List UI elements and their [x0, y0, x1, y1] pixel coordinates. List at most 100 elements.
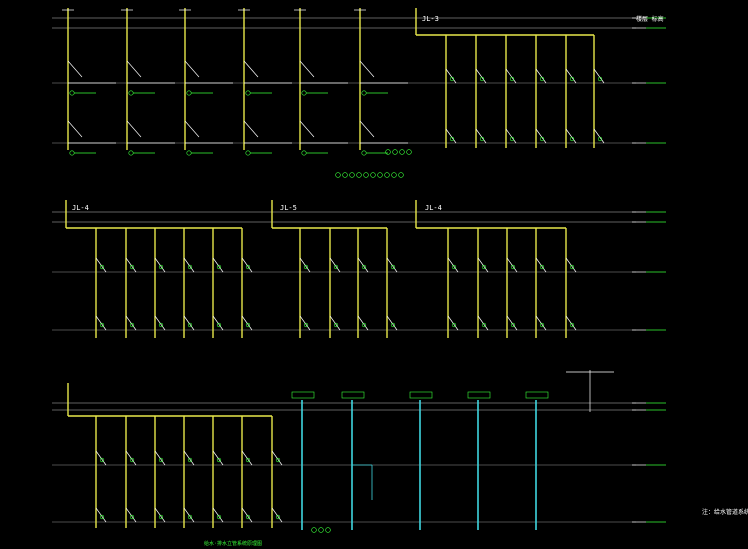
branch-diag	[212, 507, 224, 523]
valve-node	[129, 264, 135, 270]
branch-diag	[154, 315, 166, 331]
valve-node	[479, 76, 485, 82]
valve-node	[99, 264, 105, 270]
branch-diag	[357, 257, 369, 273]
valve-node	[569, 76, 575, 82]
floor-tag-top: 楼层 标高	[636, 15, 664, 23]
valve-node	[481, 322, 487, 328]
branch-diag	[212, 257, 224, 273]
valve-node	[128, 150, 134, 156]
valve-node	[99, 457, 105, 463]
branch-diag	[506, 257, 518, 273]
valve-node	[186, 90, 192, 96]
branch-diag	[505, 68, 517, 84]
branch-diag	[445, 128, 457, 144]
stack-tag	[341, 391, 365, 399]
fixture-node	[311, 527, 317, 533]
valve-node	[245, 457, 251, 463]
valve-node	[275, 457, 281, 463]
branch-diag	[565, 68, 577, 84]
valve-node	[539, 76, 545, 82]
branch-diag	[241, 507, 253, 523]
valve-node	[390, 264, 396, 270]
branch-diag	[241, 450, 253, 466]
valve-node	[479, 136, 485, 142]
branch-diag	[475, 128, 487, 144]
riser-label-jl4-a: JL-4	[72, 204, 89, 212]
branch-diag	[271, 450, 283, 466]
branch-diag	[95, 257, 107, 273]
stack-tag	[467, 391, 491, 399]
valve-node	[303, 264, 309, 270]
valve-node	[301, 150, 307, 156]
branch-diag	[535, 315, 547, 331]
valve-node	[216, 457, 222, 463]
valve-node	[187, 457, 193, 463]
branch-diag	[125, 315, 137, 331]
valve-node	[569, 136, 575, 142]
valve-node	[569, 264, 575, 270]
branch-diag	[386, 257, 398, 273]
valve-node	[158, 322, 164, 328]
valve-node	[158, 514, 164, 520]
fixture-node	[325, 527, 331, 533]
branch-diag	[447, 315, 459, 331]
valve-node	[449, 136, 455, 142]
branch-diag	[154, 257, 166, 273]
valve-node	[245, 264, 251, 270]
branch-pipes	[62, 9, 614, 523]
branch-diag	[593, 128, 605, 144]
valve-node	[245, 322, 251, 328]
branch-diag	[212, 315, 224, 331]
valve-node	[301, 90, 307, 96]
valve-node	[539, 264, 545, 270]
branch-diag	[593, 68, 605, 84]
branch-diag	[445, 68, 457, 84]
branch-diag	[95, 315, 107, 331]
fixture-node	[335, 172, 341, 178]
valve-node	[390, 322, 396, 328]
branch-diag	[475, 68, 487, 84]
branch-diag	[126, 60, 142, 78]
branch-diag	[329, 315, 341, 331]
branch-diag	[565, 128, 577, 144]
legend-note: 注：给水管道系统原理图	[702, 508, 748, 516]
valve-node	[569, 322, 575, 328]
valve-node	[245, 150, 251, 156]
branch-diag	[506, 315, 518, 331]
branch-diag	[154, 450, 166, 466]
valve-node	[509, 136, 515, 142]
valve-node	[187, 264, 193, 270]
valve-node	[539, 322, 545, 328]
fixture-node	[392, 149, 398, 155]
valve-node	[187, 514, 193, 520]
branch-diag	[505, 128, 517, 144]
fixture-node	[406, 149, 412, 155]
fixture-node	[384, 172, 390, 178]
valve-node	[481, 264, 487, 270]
fixture-node	[399, 149, 405, 155]
valve-node	[303, 322, 309, 328]
branch-diag	[329, 257, 341, 273]
branch-diag	[183, 257, 195, 273]
fixture-node	[318, 527, 324, 533]
valve-node	[509, 76, 515, 82]
fixture-node	[391, 172, 397, 178]
branch-diag	[535, 68, 547, 84]
valve-node	[510, 322, 516, 328]
valve-node	[129, 322, 135, 328]
fixture-node	[356, 172, 362, 178]
fixture-node	[385, 149, 391, 155]
branch-diag	[447, 257, 459, 273]
valve-node	[449, 76, 455, 82]
branch-diag	[125, 257, 137, 273]
branch-diag	[67, 120, 83, 138]
valve-node	[129, 514, 135, 520]
valve-node	[216, 514, 222, 520]
valve-node	[597, 136, 603, 142]
valve-node	[510, 264, 516, 270]
stack-tag	[291, 391, 315, 399]
branch-diag	[535, 257, 547, 273]
branch-diag	[125, 450, 137, 466]
branch-diag	[271, 507, 283, 523]
